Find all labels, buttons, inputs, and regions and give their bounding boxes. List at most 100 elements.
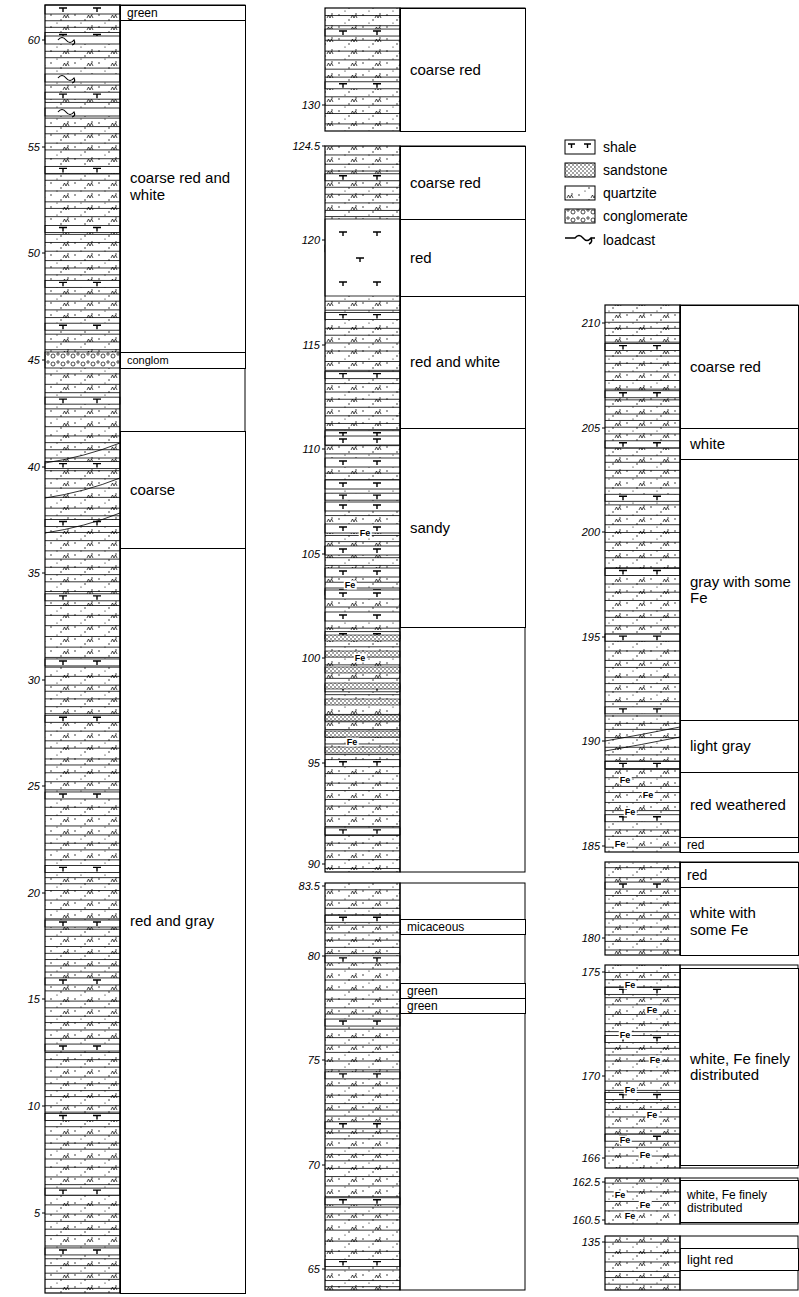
shale-symbol <box>339 495 347 499</box>
bedding-line <box>605 592 680 593</box>
bedding-line <box>325 628 400 629</box>
tick-mark <box>322 345 325 346</box>
iron-mark: Fe <box>624 981 637 990</box>
tick-mark <box>42 253 45 254</box>
tick-mark <box>42 999 45 1000</box>
bedding-line <box>325 154 400 155</box>
shale-symbol <box>653 443 661 447</box>
bedding-line <box>45 559 120 560</box>
bedding-line <box>325 1061 400 1062</box>
shale-symbol <box>339 84 347 88</box>
bedding-line <box>605 420 680 421</box>
interval-label: red <box>410 250 432 267</box>
interval-label-box: coarse red <box>400 8 526 132</box>
shale-symbol <box>619 763 627 767</box>
bedding-line <box>605 504 680 505</box>
bedding-line <box>325 51 400 52</box>
bedding-line <box>605 650 680 651</box>
legend-text: loadcast <box>603 232 655 248</box>
interval-label-box: white, Fe finely distributed <box>680 968 799 1166</box>
loadcast-symbol <box>58 110 75 118</box>
log-frame <box>605 965 680 1168</box>
bedding-line <box>605 328 680 329</box>
bedding-line <box>605 399 680 400</box>
bedding-line <box>325 694 400 695</box>
interval-label-box: red <box>400 219 526 297</box>
bedding-line <box>45 936 120 937</box>
bedding-line <box>45 1067 120 1068</box>
bedding-line <box>605 363 680 364</box>
tick-mark <box>42 1213 45 1214</box>
cross-bedding <box>45 443 120 463</box>
bedding-line <box>325 606 400 607</box>
depth-tick-label: 210 <box>582 317 600 329</box>
bedding-line <box>605 877 680 878</box>
cross-bedding <box>45 478 120 498</box>
bedding-line <box>45 102 120 103</box>
bedding-line <box>45 260 120 261</box>
legend-swatch <box>565 209 595 223</box>
bedding-line <box>45 1052 120 1053</box>
bedding-line <box>325 1251 400 1252</box>
interval-label: coarse red <box>690 359 761 376</box>
shale-symbol <box>59 94 67 98</box>
bedding-line <box>325 1176 400 1177</box>
bedding-line <box>325 969 400 970</box>
shale-symbol <box>373 1200 381 1204</box>
bedding-line <box>45 488 120 489</box>
bedding-line <box>605 1031 680 1032</box>
bedding-line <box>325 96 400 97</box>
bedding-line <box>45 1016 120 1017</box>
bedding-line <box>45 1258 120 1259</box>
shale-bed <box>325 82 400 89</box>
bedding-line <box>45 301 120 302</box>
interval-label-box: coarse red <box>400 146 526 220</box>
bedding-line <box>325 113 400 114</box>
shale-bed <box>325 313 400 320</box>
bedding-line <box>605 625 680 626</box>
depth-tick-label: 20 <box>28 887 40 899</box>
shale-symbol <box>93 282 101 286</box>
shale-symbol <box>619 1094 627 1098</box>
label-frame <box>680 1178 798 1224</box>
depth-tick-label: 35 <box>28 567 40 579</box>
shale-symbol <box>653 1136 661 1140</box>
shale-symbol <box>93 1116 101 1120</box>
iron-mark: Fe <box>619 1031 632 1040</box>
bedding-line <box>325 799 400 800</box>
shale-symbol <box>59 399 67 403</box>
iron-mark: Fe <box>619 1136 632 1145</box>
shale-bed <box>325 760 400 767</box>
bedding-line <box>605 1242 680 1243</box>
shale-symbol <box>653 817 661 821</box>
interval-label: light red <box>687 1253 733 1267</box>
log-frame <box>605 1178 680 1224</box>
bedding-line <box>325 328 400 329</box>
bedding-line <box>325 202 400 203</box>
bedding-line <box>605 380 680 381</box>
shale-bed <box>325 1198 400 1205</box>
depth-tick-label: 45 <box>28 354 40 366</box>
bedding-line <box>45 373 120 374</box>
shale-bed <box>605 707 680 714</box>
shale-bed <box>325 1072 400 1079</box>
shale-bed <box>45 226 120 233</box>
bedding-line <box>45 959 120 960</box>
bedding-line <box>325 1219 400 1220</box>
bedding-line <box>325 1132 400 1133</box>
bedding-line <box>45 625 120 626</box>
bedding-line <box>325 392 400 393</box>
bedding-line <box>45 877 120 878</box>
interval-label: white with some Fe <box>690 905 792 938</box>
bedding-line <box>45 1279 120 1280</box>
bedding-line <box>45 1096 120 1097</box>
bedding-line <box>45 27 120 28</box>
bedding-line <box>605 356 680 357</box>
bedding-line <box>605 691 680 692</box>
bedding-line <box>325 105 400 106</box>
shale-bed <box>325 480 400 489</box>
bedding-line <box>45 764 120 765</box>
bedding-line <box>325 565 400 566</box>
bedding-line <box>45 1029 120 1030</box>
interval-label-box: coarse red <box>680 305 799 429</box>
